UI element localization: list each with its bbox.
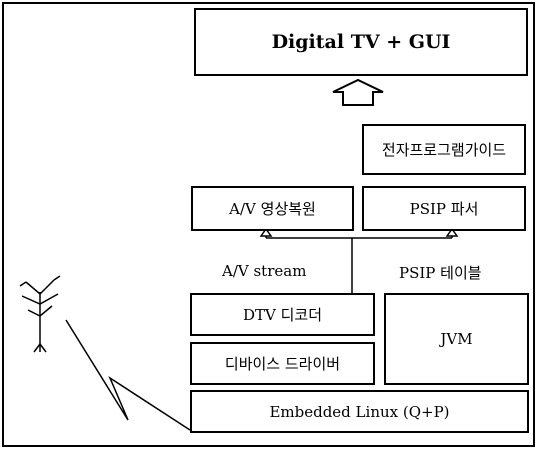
signal-zigzag [65, 319, 191, 431]
epg-label: 전자프로그램가이드 [381, 141, 507, 159]
embedded-linux-box: Embedded Linux (Q+P) [190, 390, 529, 433]
device-driver-box: 디바이스 드라이버 [190, 342, 375, 385]
digital-tv-gui-box: Digital TV + GUI [194, 8, 528, 76]
jvm-label: JVM [440, 330, 473, 348]
up-arrow-icon [332, 78, 384, 106]
av-restore-box: A/V 영상복원 [191, 186, 354, 231]
av-stream-label: A/V stream [222, 262, 307, 280]
av-restore-label: A/V 영상복원 [229, 200, 316, 218]
antenna-icon [19, 275, 61, 353]
psip-parser-box: PSIP 파서 [362, 186, 526, 231]
dtv-decoder-box: DTV 디코더 [190, 293, 375, 336]
embedded-linux-label: Embedded Linux (Q+P) [269, 402, 450, 421]
dtv-decoder-label: DTV 디코더 [242, 306, 323, 324]
psip-parser-label: PSIP 파서 [409, 200, 479, 218]
digital-tv-gui-label: Digital TV + GUI [271, 31, 451, 53]
diagram-frame [2, 2, 535, 447]
epg-box: 전자프로그램가이드 [362, 124, 526, 175]
psip-table-label: PSIP 테이블 [399, 264, 482, 282]
jvm-box: JVM [384, 293, 529, 385]
device-driver-label: 디바이스 드라이버 [224, 355, 341, 373]
